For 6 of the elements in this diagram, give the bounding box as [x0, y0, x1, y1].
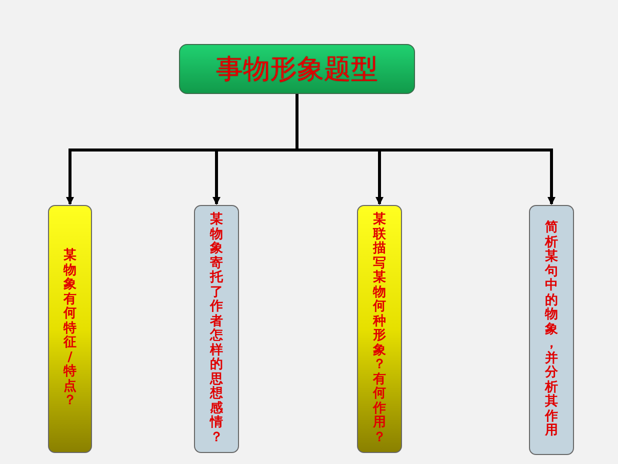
title-box: 事物形象题型	[179, 44, 415, 94]
question-box: 某物象寄托了作者怎样的思想感情？	[194, 205, 239, 453]
question-box: 某物象有何特征/特点？	[48, 205, 92, 453]
arrow	[296, 94, 556, 205]
question-box: 某联描写某物何种形象？有何作用？	[357, 205, 402, 453]
question-box: 简析某句中的物象，并分析其作用	[529, 205, 574, 455]
